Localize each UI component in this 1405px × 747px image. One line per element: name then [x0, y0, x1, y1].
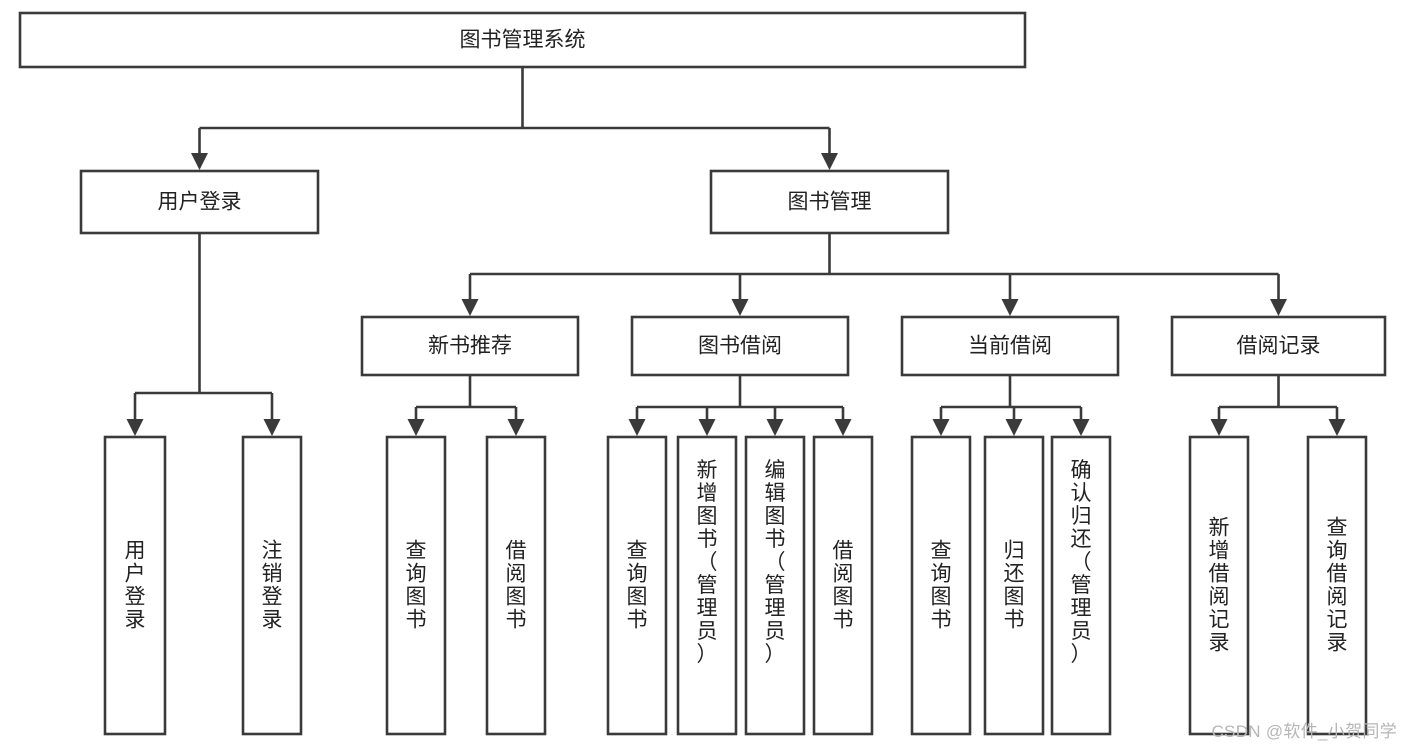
node-book-manage[interactable]: 图书管理: [709, 169, 950, 235]
arrow-head-icon: [1001, 299, 1019, 316]
node-box-leaf-rec-add[interactable]: [1188, 435, 1250, 736]
node-leaf-user-login[interactable]: 用户登录: [103, 435, 167, 736]
node-box-leaf-cur-confirm[interactable]: [1050, 435, 1112, 736]
arrow-head-icon: [1072, 419, 1090, 436]
node-box-leaf-rec-search[interactable]: [1306, 435, 1368, 736]
node-box-root[interactable]: [18, 11, 1027, 69]
connector-c-userlogin-leaves: [126, 233, 281, 436]
arrow-head-icon: [628, 419, 646, 436]
node-label-root: 图书管理系统: [460, 29, 586, 52]
node-box-leaf-rec-query[interactable]: [385, 435, 447, 736]
connector-c-root-children: [191, 67, 838, 170]
node-leaf-rec-add[interactable]: 新增借阅记录: [1188, 435, 1250, 736]
node-user-login[interactable]: 用户登录: [79, 169, 320, 235]
node-leaf-user-logout[interactable]: 注销登录: [241, 435, 303, 736]
node-label-new-book-rec: 新书推荐: [428, 335, 512, 358]
node-label-current-borrow: 当前借阅: [968, 335, 1052, 358]
node-label-leaf-cur-query: 查询图书: [931, 539, 952, 631]
node-layer: 图书管理系统用户登录图书管理新书推荐图书借阅当前借阅借阅记录用户登录注销登录查询…: [18, 11, 1387, 736]
node-leaf-rec-query[interactable]: 查询图书: [385, 435, 447, 736]
arrow-head-icon: [1005, 419, 1023, 436]
connector-c-bookmanage-children: [461, 233, 1287, 316]
arrow-head-icon: [1328, 419, 1346, 436]
node-box-user-login[interactable]: [79, 169, 320, 235]
arrow-head-icon: [821, 153, 838, 170]
node-leaf-borrow-query[interactable]: 查询图书: [606, 435, 668, 736]
node-new-book-rec[interactable]: 新书推荐: [360, 315, 580, 377]
arrow-head-icon: [932, 419, 950, 436]
node-box-leaf-cur-return[interactable]: [983, 435, 1045, 736]
connector-c-currentborrow-leaves: [932, 375, 1090, 436]
node-box-leaf-book-borrow[interactable]: [812, 435, 874, 736]
node-box-leaf-cur-query[interactable]: [910, 435, 972, 736]
node-leaf-book-edit[interactable]: 编辑图书（管理员）: [744, 435, 806, 736]
node-box-current-borrow[interactable]: [900, 315, 1120, 377]
arrow-head-icon: [461, 299, 479, 316]
arrow-head-icon: [507, 419, 525, 436]
node-label-leaf-book-borrow: 借阅图书: [833, 539, 854, 631]
arrow-head-icon: [731, 299, 749, 316]
node-label-book-borrow: 图书借阅: [698, 335, 782, 358]
node-borrow-record[interactable]: 借阅记录: [1170, 315, 1387, 377]
node-leaf-book-add[interactable]: 新增图书（管理员）: [676, 435, 738, 736]
node-box-leaf-book-add[interactable]: [676, 435, 738, 736]
arrow-head-icon: [1270, 299, 1287, 316]
node-label-borrow-record: 借阅记录: [1237, 335, 1321, 358]
arrow-head-icon: [263, 419, 281, 436]
node-box-book-borrow[interactable]: [630, 315, 850, 377]
node-book-borrow[interactable]: 图书借阅: [630, 315, 850, 377]
node-root[interactable]: 图书管理系统: [18, 11, 1027, 69]
node-box-borrow-record[interactable]: [1170, 315, 1387, 377]
node-leaf-rec-borrow[interactable]: 借阅图书: [485, 435, 547, 736]
node-label-leaf-book-edit: 编辑图书（管理员）: [765, 459, 786, 666]
arrow-head-icon: [834, 419, 852, 436]
node-current-borrow[interactable]: 当前借阅: [900, 315, 1120, 377]
node-label-leaf-rec-add: 新增借阅记录: [1209, 516, 1230, 654]
node-label-leaf-book-add: 新增图书（管理员）: [697, 459, 718, 666]
arrow-head-icon: [407, 419, 425, 436]
node-label-leaf-rec-borrow: 借阅图书: [506, 539, 527, 631]
node-leaf-cur-confirm[interactable]: 确认归还（管理员）: [1050, 435, 1112, 736]
node-box-leaf-user-login[interactable]: [103, 435, 167, 736]
connector-c-borrowrecord-leaves: [1210, 375, 1346, 436]
node-leaf-rec-search[interactable]: 查询借阅记录: [1306, 435, 1368, 736]
arrow-head-icon: [191, 153, 208, 170]
connector-layer: [126, 67, 1346, 436]
node-box-new-book-rec[interactable]: [360, 315, 580, 377]
connector-c-bookborrow-leaves: [628, 375, 852, 436]
node-label-leaf-rec-query: 查询图书: [406, 539, 427, 631]
node-leaf-cur-query[interactable]: 查询图书: [910, 435, 972, 736]
node-leaf-book-borrow[interactable]: 借阅图书: [812, 435, 874, 736]
node-box-leaf-book-edit[interactable]: [744, 435, 806, 736]
node-box-leaf-borrow-query[interactable]: [606, 435, 668, 736]
node-box-leaf-rec-borrow[interactable]: [485, 435, 547, 736]
node-box-leaf-user-logout[interactable]: [241, 435, 303, 736]
node-label-leaf-cur-return: 归还图书: [1004, 539, 1025, 631]
csdn-watermark: CSDN @软件_小贺同学: [1211, 722, 1397, 741]
arrow-head-icon: [766, 419, 784, 436]
node-leaf-cur-return[interactable]: 归还图书: [983, 435, 1045, 736]
node-label-book-manage: 图书管理: [788, 191, 872, 214]
node-box-book-manage[interactable]: [709, 169, 950, 235]
arrow-head-icon: [698, 419, 716, 436]
arrow-head-icon: [126, 419, 144, 436]
connector-c-newbookrec-leaves: [407, 375, 525, 436]
node-label-leaf-borrow-query: 查询图书: [627, 539, 648, 631]
node-label-leaf-user-logout: 注销登录: [262, 539, 283, 631]
node-label-leaf-rec-search: 查询借阅记录: [1327, 516, 1348, 654]
node-label-user-login: 用户登录: [158, 191, 242, 214]
node-label-leaf-cur-confirm: 确认归还（管理员）: [1071, 459, 1092, 666]
arrow-head-icon: [1210, 419, 1228, 436]
node-label-leaf-user-login: 用户登录: [125, 539, 146, 631]
